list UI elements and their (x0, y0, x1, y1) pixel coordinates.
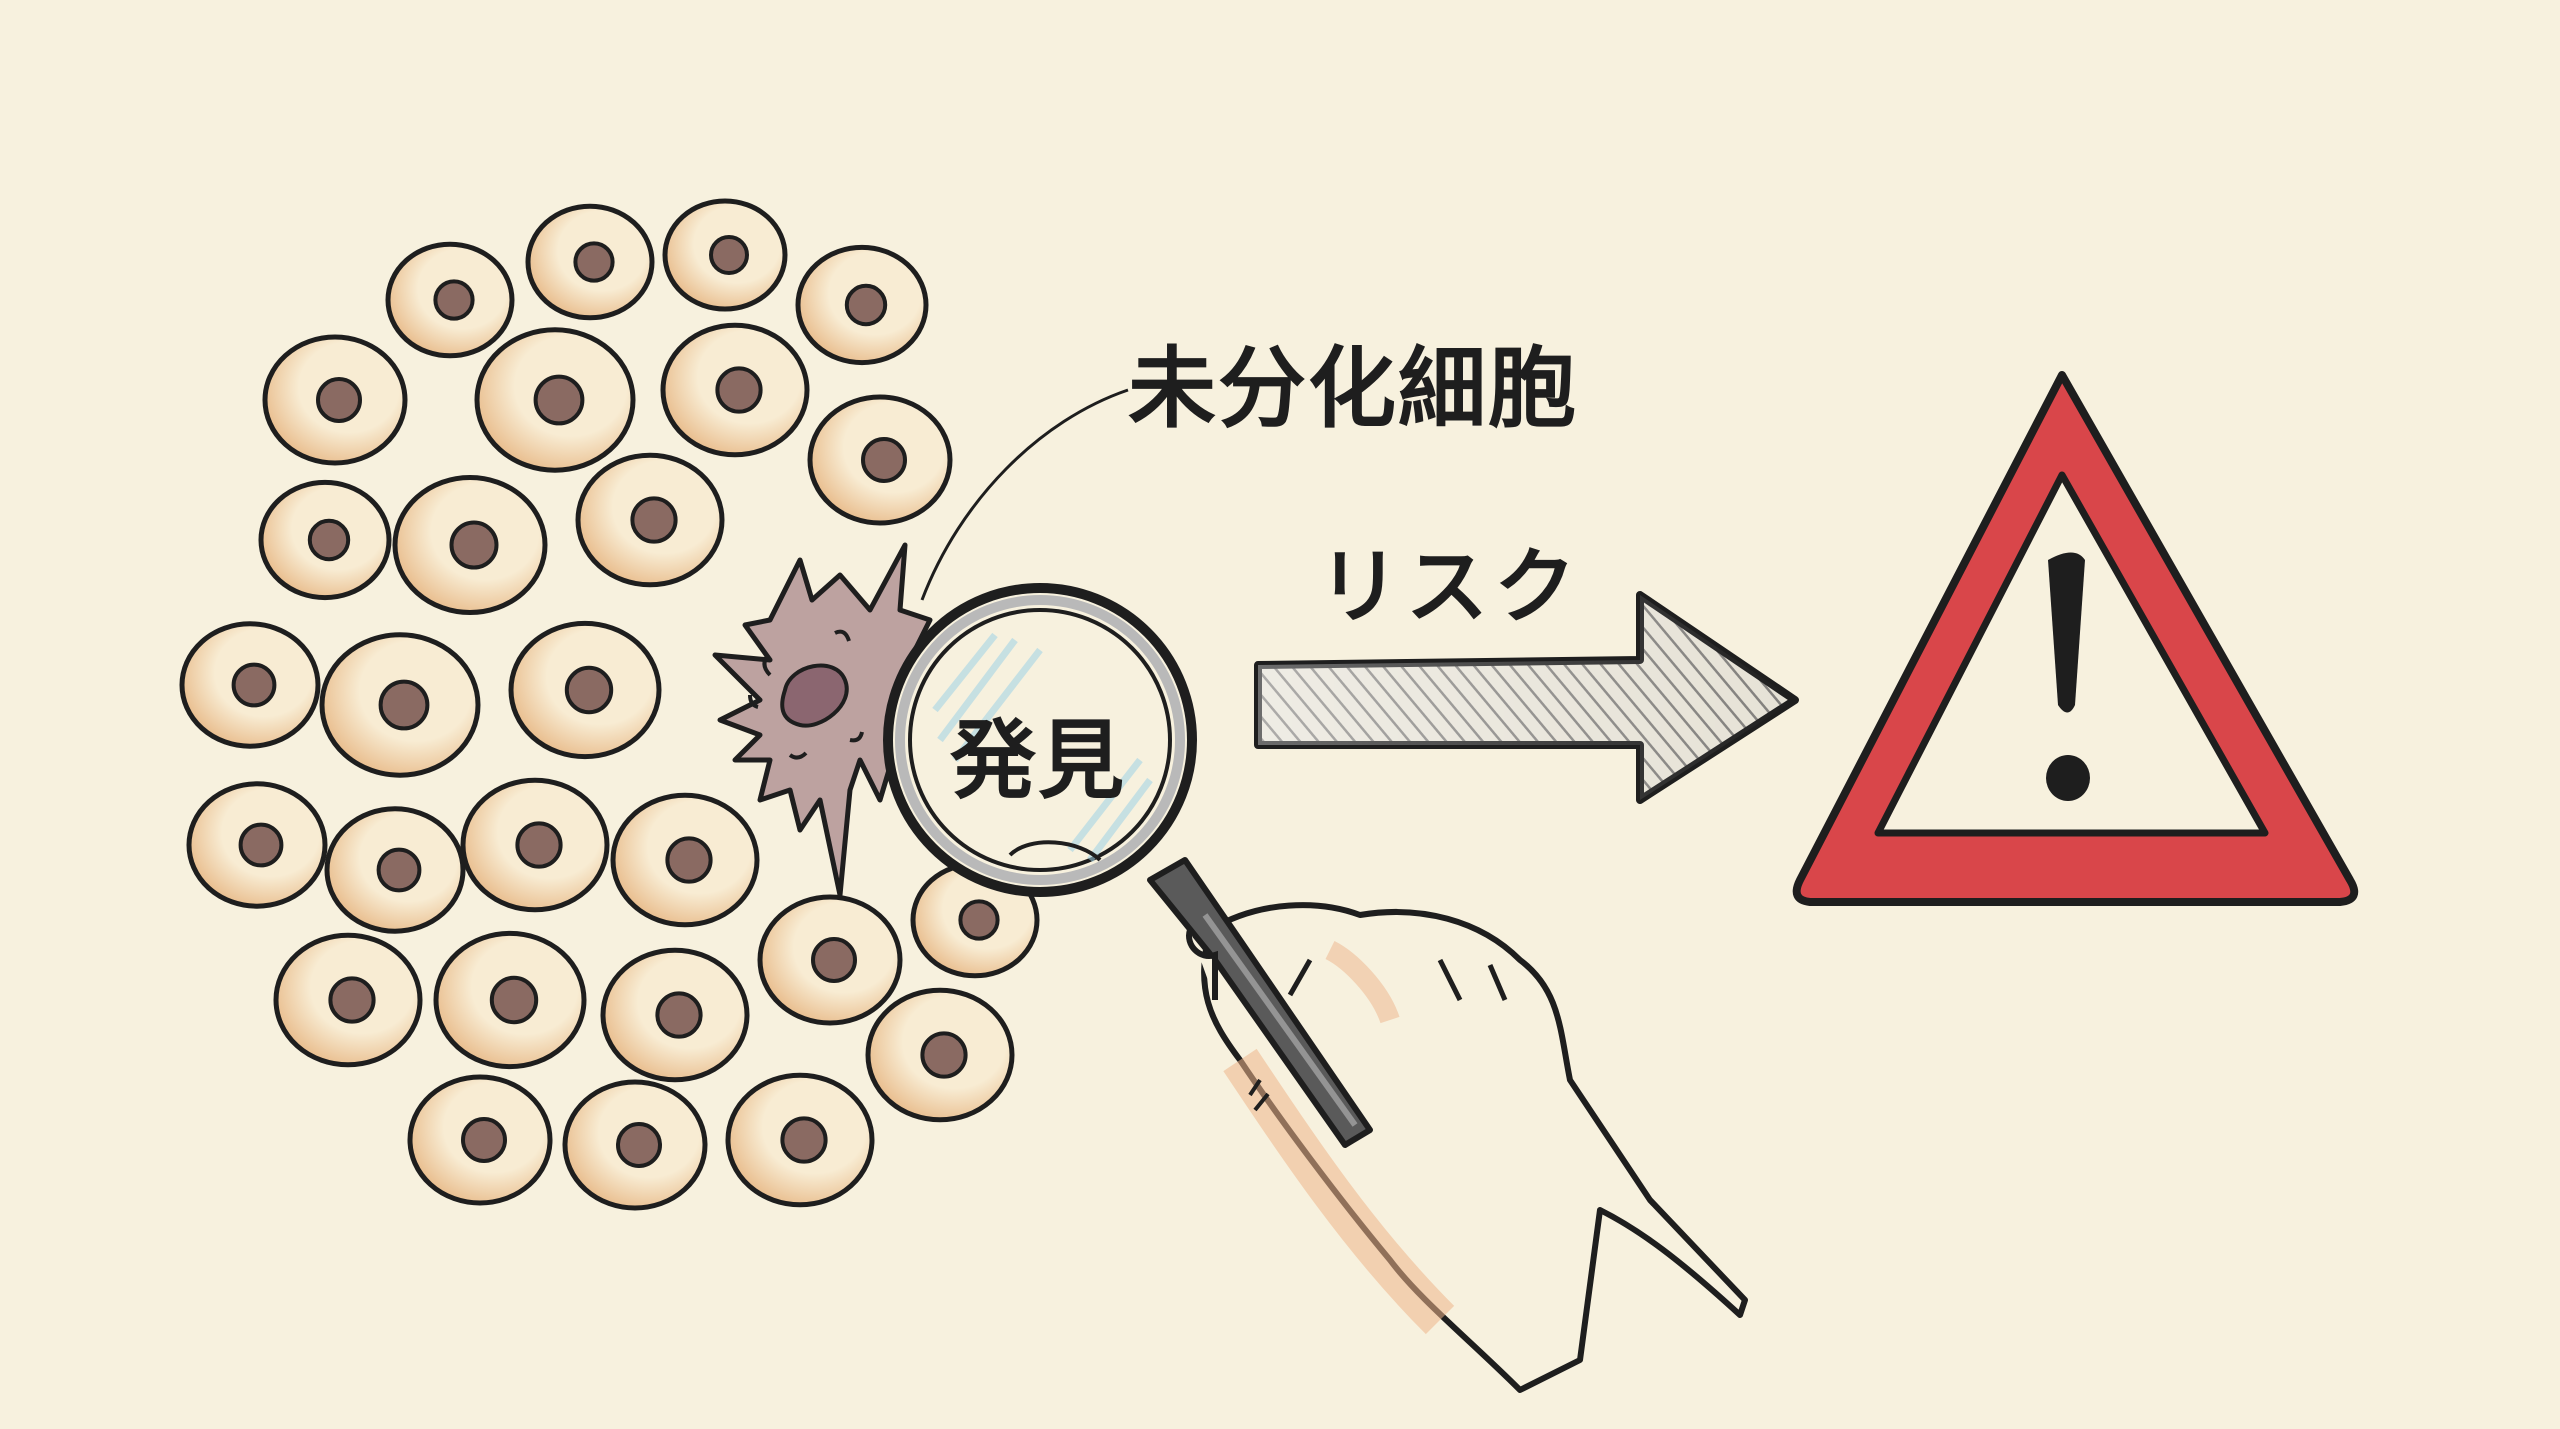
normal-cell (508, 620, 662, 760)
undifferentiated-cell-label: 未分化細胞 (1128, 337, 1579, 440)
normal-cell (610, 792, 760, 928)
discovery-label: 発見 (950, 711, 1126, 811)
normal-cell (725, 1072, 875, 1208)
normal-cell (474, 327, 636, 473)
magnifying-glass-icon (883, 583, 1197, 897)
normal-cell (319, 632, 481, 778)
normal-cell (186, 781, 328, 909)
normal-cell (525, 203, 655, 321)
normal-cell (407, 1074, 553, 1206)
normal-cell (575, 452, 725, 588)
normal-cell (865, 987, 1015, 1123)
normal-cell (324, 806, 466, 934)
normal-cell (460, 777, 610, 913)
normal-cell (757, 894, 903, 1026)
normal-cell (273, 932, 423, 1068)
normal-cell (385, 241, 515, 359)
undifferentiated-cell (712, 542, 938, 898)
normal-cell (600, 947, 750, 1083)
normal-cell (262, 334, 408, 466)
normal-cell (562, 1079, 708, 1211)
risk-label: リスク (1318, 540, 1583, 635)
normal-cell (179, 621, 321, 749)
normal-cell (795, 244, 929, 366)
label-leader-line (920, 388, 1129, 601)
hand-holding-magnifier (1147, 857, 1748, 1393)
normal-cell (392, 475, 548, 615)
normal-cell (807, 394, 953, 526)
normal-cell (662, 198, 788, 312)
right-arrow-icon (1254, 591, 1799, 804)
normal-cell-cluster (179, 198, 1040, 1211)
normal-cell (258, 479, 392, 601)
warning-triangle-icon (1792, 371, 2359, 906)
normal-cell (660, 322, 810, 458)
normal-cell (433, 930, 587, 1070)
